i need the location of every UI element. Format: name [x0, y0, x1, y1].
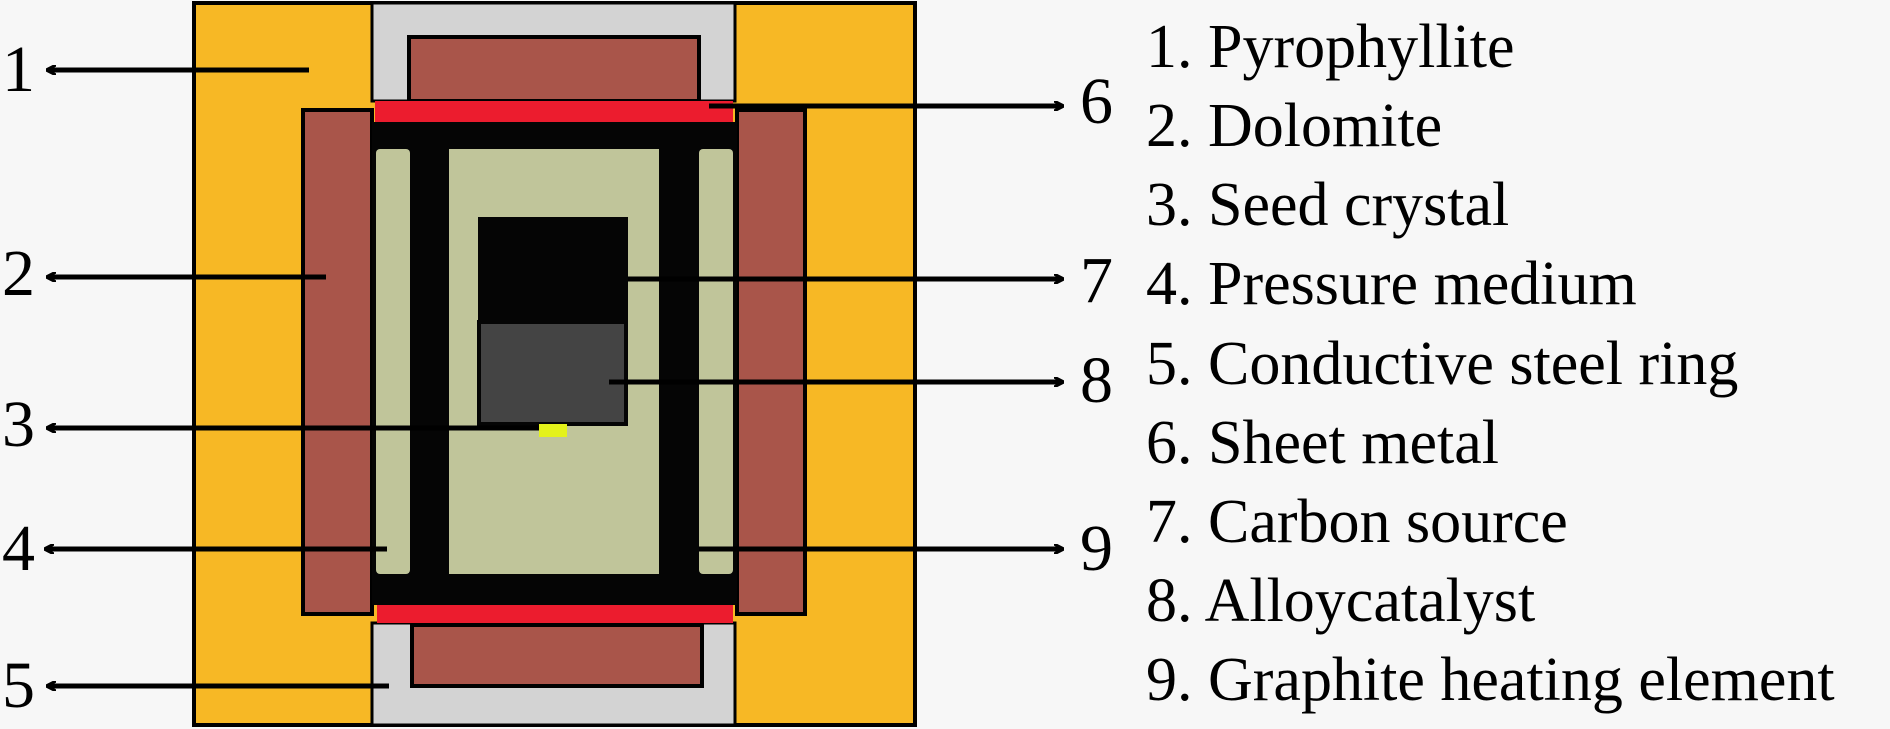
legend-item: 9. Graphite heating element	[1146, 646, 1835, 714]
callout-number-3: 3	[2, 388, 35, 461]
dolomite-right	[735, 108, 807, 616]
seed-crystal	[539, 424, 567, 437]
legend-item: 4. Pressure medium	[1146, 250, 1637, 318]
callout-number-9: 9	[1080, 512, 1113, 585]
callout-number-2: 2	[2, 237, 35, 310]
legend-item: 2. Dolomite	[1146, 92, 1442, 160]
sheet-metal-bottom	[377, 605, 733, 623]
callout-number-6: 6	[1080, 65, 1113, 138]
callout-number-7: 7	[1080, 244, 1113, 317]
legend: 1. Pyrophyllite 2. Dolomite 3. Seed crys…	[1146, 13, 1835, 714]
callout-number-4: 4	[2, 512, 35, 585]
legend-item: 1. Pyrophyllite	[1146, 13, 1515, 81]
legend-item: 6. Sheet metal	[1146, 409, 1499, 477]
steel-ring-bottom-core	[410, 623, 704, 688]
legend-item: 3. Seed crystal	[1146, 171, 1509, 239]
dolomite-left	[301, 108, 374, 616]
callout-number-1: 1	[2, 33, 35, 106]
alloy-catalyst	[477, 320, 628, 426]
carbon-source	[478, 217, 628, 321]
pressure-medium-right	[699, 149, 733, 574]
legend-item: 5. Conductive steel ring	[1146, 330, 1738, 398]
legend-item: 7. Carbon source	[1146, 488, 1568, 556]
sheet-metal-top	[375, 101, 733, 122]
callout-number-8: 8	[1080, 344, 1113, 417]
steel-ring-top-core	[407, 35, 701, 103]
pressure-medium-left	[376, 149, 410, 574]
callout-number-5: 5	[2, 649, 35, 722]
legend-item: 8. Alloycatalyst	[1146, 567, 1535, 635]
